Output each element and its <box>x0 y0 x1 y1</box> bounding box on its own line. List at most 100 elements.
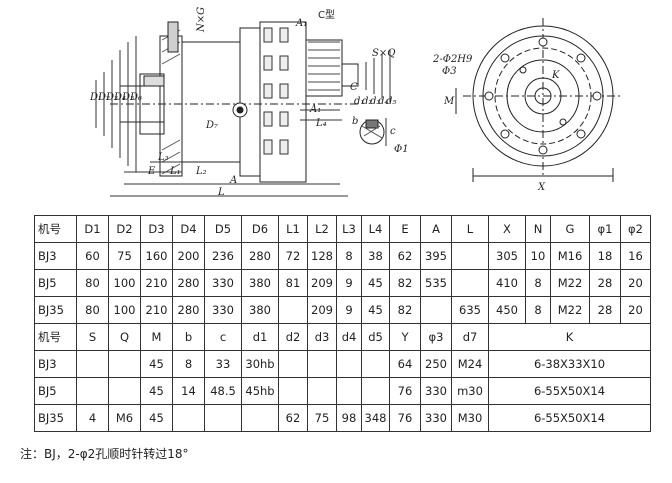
table-cell: 250 <box>420 350 452 378</box>
label-nxg: N×G <box>196 7 207 33</box>
label-sd5: d₅ <box>386 96 396 107</box>
table-cell: 20 <box>620 296 651 324</box>
label-phi3: Φ3 <box>442 66 457 77</box>
label-c-small: c <box>390 126 396 137</box>
table-cell: 82 <box>389 269 421 297</box>
label-c: C <box>350 82 358 93</box>
table-cell: M16 <box>550 242 590 270</box>
table-cell: φ2 <box>620 215 651 243</box>
label-d6: D₆ <box>129 92 142 103</box>
table-cell: 8 <box>172 350 205 378</box>
table-cell: 20 <box>620 269 651 297</box>
table-cell: 4 <box>76 404 109 432</box>
label-sd4: d₄ <box>378 96 388 107</box>
table-cell: X <box>488 215 526 243</box>
table-cell: 9 <box>336 269 362 297</box>
table-cell: K <box>488 323 651 351</box>
table-cell: L <box>451 215 489 243</box>
table-cell: 236 <box>204 242 242 270</box>
table-cell: 128 <box>307 242 337 270</box>
table-cell: 82 <box>389 296 421 324</box>
table-cell: c <box>204 323 242 351</box>
table-cell: 28 <box>589 269 621 297</box>
table-cell: 18 <box>589 242 621 270</box>
table-cell: 机号 <box>34 323 77 351</box>
table-cell: Q <box>108 323 141 351</box>
table-cell <box>361 350 390 378</box>
label-sd2: d₂ <box>362 96 372 107</box>
label-l4: L₄ <box>315 118 327 129</box>
label-x: X <box>537 182 546 193</box>
table-cell: 45 <box>140 350 173 378</box>
table-cell: 48.5 <box>204 377 242 405</box>
table-cell: d2 <box>278 323 308 351</box>
table-cell: BJ5 <box>34 269 77 297</box>
table-cell: b <box>172 323 205 351</box>
table-cell <box>307 377 337 405</box>
table-cell: Y <box>389 323 421 351</box>
table-cell: 100 <box>108 269 141 297</box>
table-cell: 机号 <box>34 215 77 243</box>
label-l: L <box>217 187 225 198</box>
table-cell: 14 <box>172 377 205 405</box>
table-cell: 6-55X50X14 <box>488 377 651 405</box>
table-cell: m30 <box>451 377 489 405</box>
table-cell: 210 <box>140 296 173 324</box>
table-cell <box>108 350 141 378</box>
table-cell: 45 <box>140 404 173 432</box>
table-cell: 209 <box>307 269 337 297</box>
table-cell: D2 <box>108 215 141 243</box>
table-cell: 16 <box>620 242 651 270</box>
table-cell: M22 <box>550 269 590 297</box>
table-cell: 330 <box>420 377 452 405</box>
label-sd3: d₃ <box>370 96 380 107</box>
table-cell: 62 <box>278 404 308 432</box>
table-cell: M24 <box>451 350 489 378</box>
shaft-hub <box>110 73 360 135</box>
table-cell: 75 <box>108 242 141 270</box>
label-sd1: d₁ <box>354 96 364 107</box>
table-cell: M6 <box>108 404 141 432</box>
table-cell: φ3 <box>420 323 452 351</box>
table-cell <box>172 404 205 432</box>
label-b: b <box>352 116 358 127</box>
table-cell: d5 <box>361 323 390 351</box>
table-cell: BJ3 <box>34 242 77 270</box>
table-cell: 45hb <box>241 377 279 405</box>
table-cell: 450 <box>488 296 526 324</box>
table-cell: M <box>140 323 173 351</box>
table-cell: 98 <box>336 404 362 432</box>
label-sxq: S×Q <box>372 48 395 59</box>
table-cell: 280 <box>241 242 279 270</box>
table-cell: 200 <box>172 242 205 270</box>
table-cell <box>76 350 109 378</box>
table-cell <box>108 377 141 405</box>
label-a: A <box>229 175 237 186</box>
table-cell: 38 <box>361 242 390 270</box>
table-cell: A <box>420 215 452 243</box>
label-hole-spec: 2-Φ2H9 <box>432 54 473 65</box>
table-cell: BJ35 <box>34 296 77 324</box>
table-cell: 30hb <box>241 350 279 378</box>
table-cell: 80 <box>76 269 109 297</box>
table-cell: 380 <box>241 296 279 324</box>
label-d5: D₅ <box>121 92 134 103</box>
table-cell <box>278 377 308 405</box>
table-cell: 330 <box>204 296 242 324</box>
table-cell <box>278 350 308 378</box>
table-cell: 8 <box>525 269 551 297</box>
table-cell: 6-38X33X10 <box>488 350 651 378</box>
label-d1: D₁ <box>89 92 102 103</box>
table-cell <box>241 404 279 432</box>
table-cell <box>451 242 489 270</box>
table-cell: 348 <box>361 404 390 432</box>
table-cell: 8 <box>336 242 362 270</box>
table-cell: 10 <box>525 242 551 270</box>
label-l2: L₂ <box>195 166 207 177</box>
